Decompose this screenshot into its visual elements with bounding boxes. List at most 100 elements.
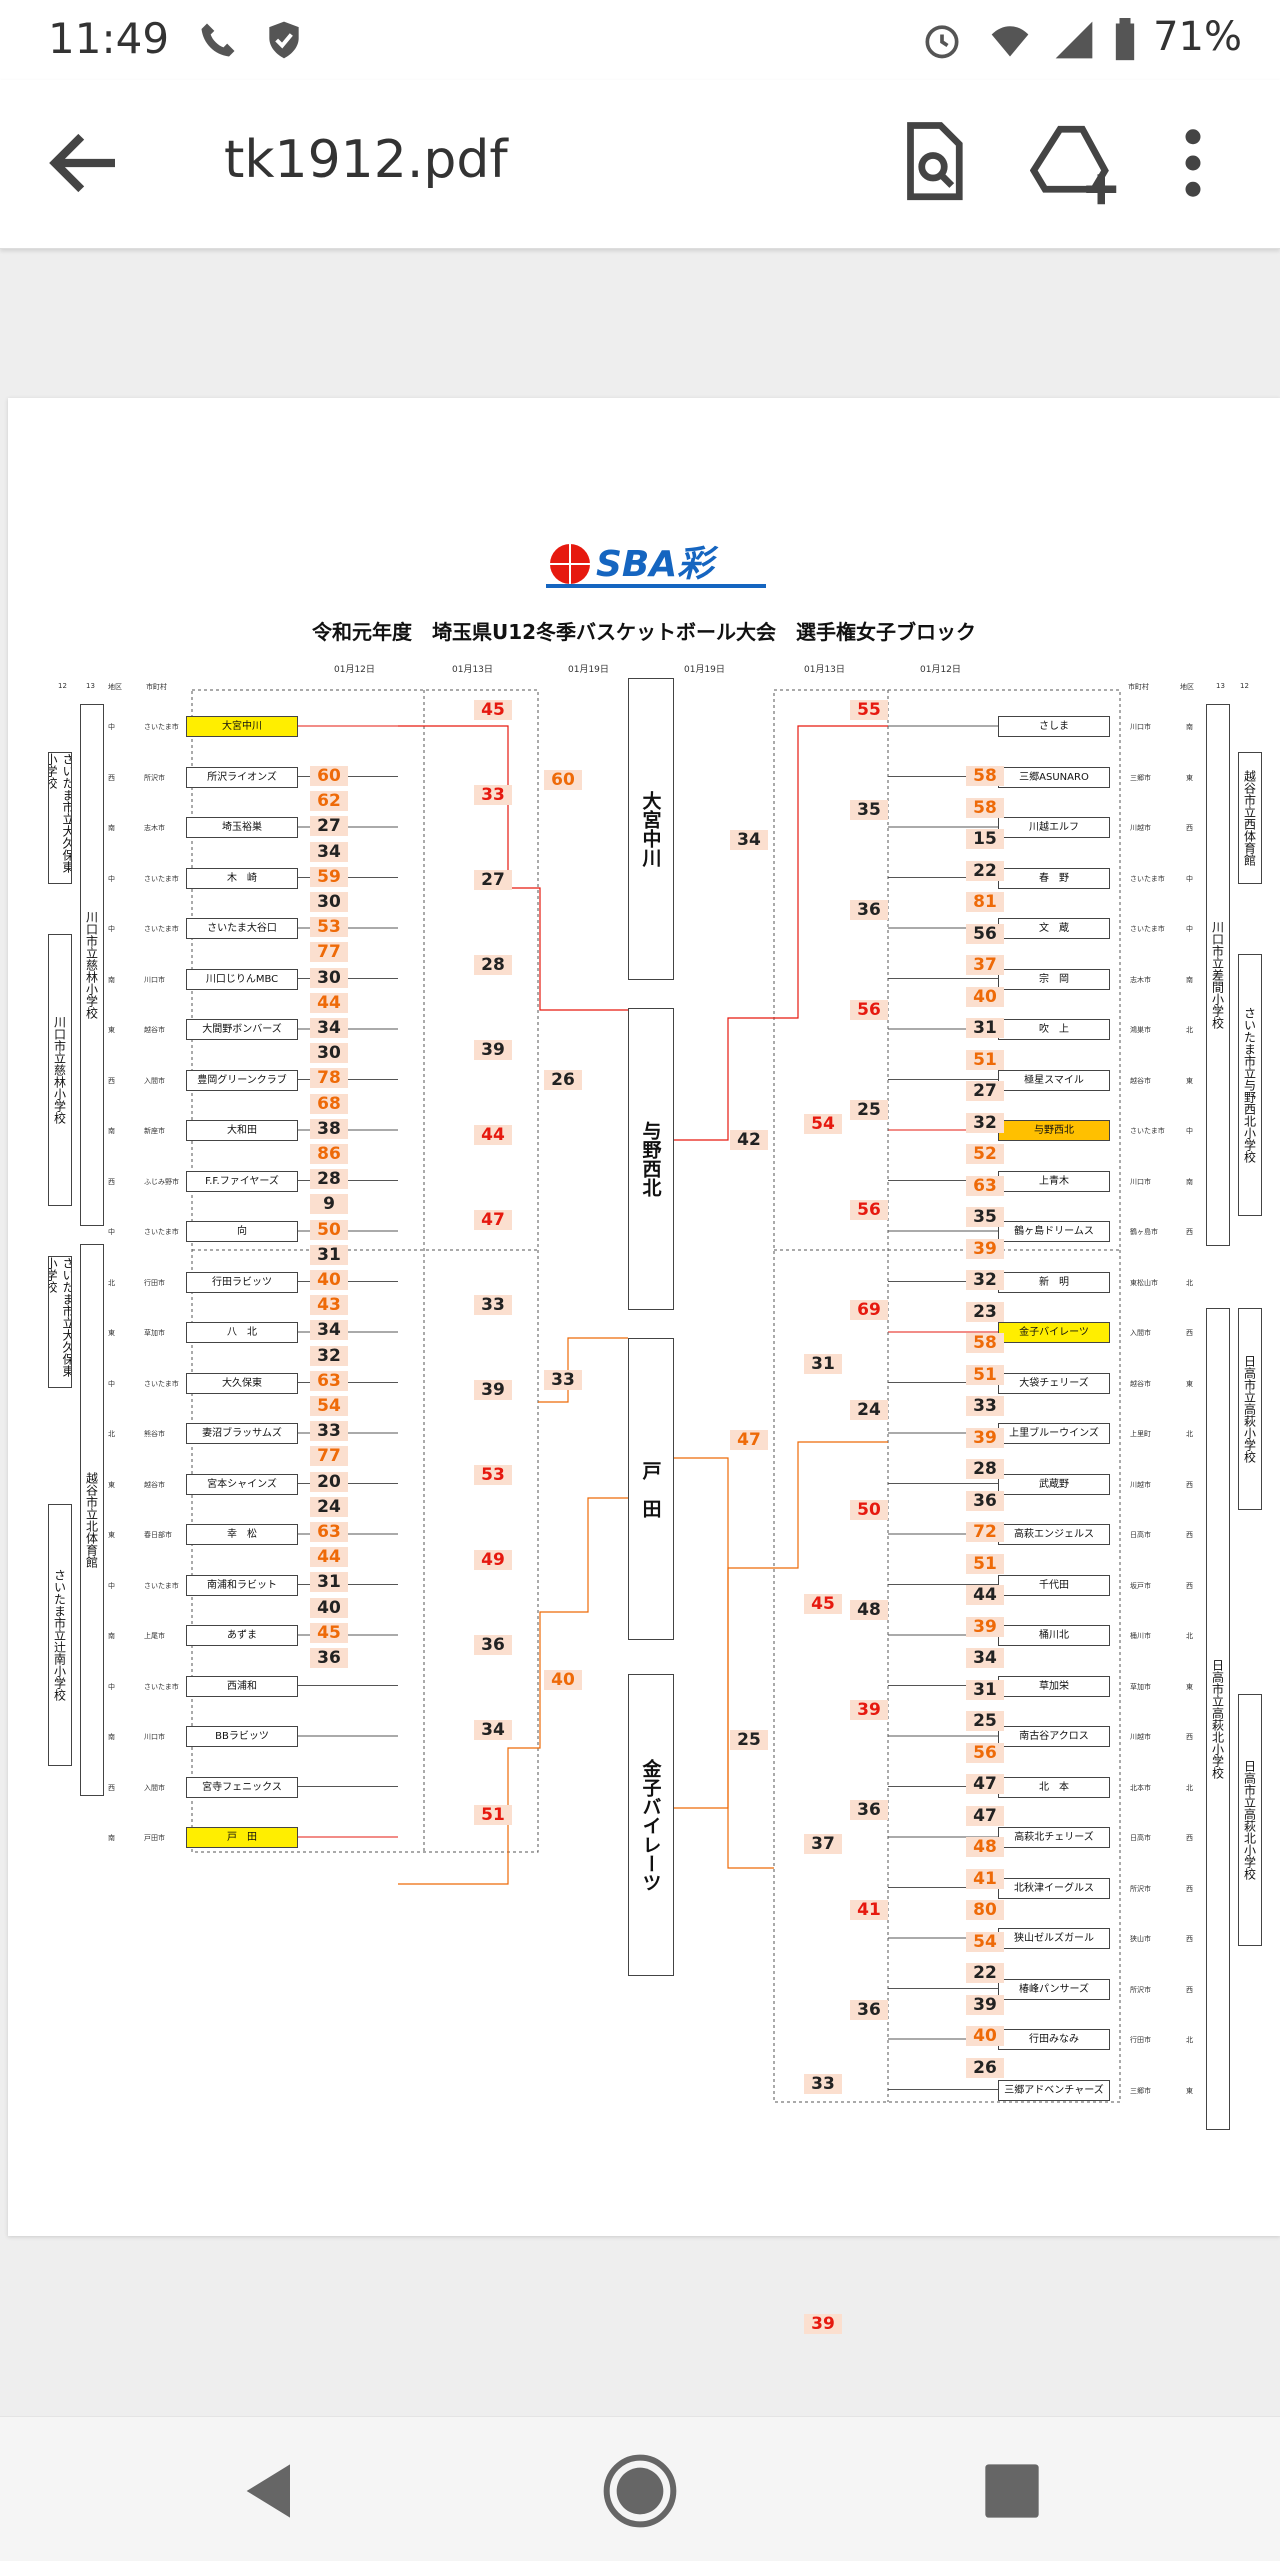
- score-left-r3: 26: [544, 1070, 582, 1090]
- score-left-r1: 59: [310, 866, 348, 887]
- score-right-r1: 26: [966, 2057, 1004, 2078]
- score-right-r1: 36: [966, 1490, 1004, 1511]
- team-city: 行田市: [1130, 2036, 1151, 2044]
- finalist-box: 金子バイレーツ: [628, 1674, 674, 1976]
- team-entry-left: 向: [186, 1221, 298, 1242]
- score-right-r2: 39: [850, 1700, 888, 1720]
- score-right-r1: 31: [966, 1018, 1004, 1038]
- round-date: 01月13日: [804, 665, 845, 675]
- winner-path: [672, 1441, 888, 1809]
- team-area: 北: [1186, 1632, 1193, 1640]
- round-date: 01月12日: [920, 665, 961, 675]
- logo-text: SBA彩: [596, 544, 719, 585]
- score-left-r3: 33: [544, 1370, 582, 1390]
- team-city: さいたま市: [1130, 874, 1165, 883]
- header-area: 地区: [108, 683, 122, 691]
- score-right-r1: 63: [966, 1175, 1004, 1196]
- team-city: 川口市: [144, 1733, 165, 1741]
- score-right-r3: 37: [804, 1834, 842, 1854]
- score-left-r2: 39: [474, 1040, 512, 1060]
- score-left-r1: 60: [310, 766, 348, 786]
- team-city: さいたま市: [144, 874, 179, 883]
- venue-label-right: 越谷市立西体育館: [1238, 752, 1262, 884]
- score-right-r1: 51: [966, 1049, 1004, 1070]
- team-city: 所沢市: [144, 773, 165, 782]
- pdf-page[interactable]: SBA彩 令和元年度 埼玉県U12冬季バスケットボール大会 選手権女子ブロック …: [8, 398, 1280, 2334]
- more-options-icon[interactable]: [1168, 118, 1218, 208]
- team-area: 東: [1186, 2086, 1193, 2095]
- venue-label-left: 越谷市立北体育館: [80, 1244, 104, 1796]
- score-left-r1: 28: [310, 1169, 348, 1190]
- winner-path: [672, 1457, 774, 1869]
- team-area: 西: [108, 1076, 115, 1085]
- back-arrow-icon[interactable]: [40, 118, 130, 208]
- header-city: 市町村: [1128, 683, 1149, 691]
- search-document-icon[interactable]: [888, 118, 978, 208]
- team-area: 東: [108, 1480, 115, 1489]
- score-right-r1: 39: [966, 1616, 1004, 1637]
- team-city: 坂戸市: [1130, 1581, 1151, 1590]
- team-entry-right: 北秋津イーグルス: [998, 1877, 1110, 1899]
- file-title: tk1912.pdf: [224, 130, 508, 190]
- team-entry-left: 所沢ライオンズ: [186, 766, 298, 788]
- score-right-r2: 48: [850, 1600, 888, 1620]
- team-entry-left: 幸 松: [186, 1524, 298, 1545]
- team-area: 北: [1186, 1783, 1193, 1792]
- team-city: 熊谷市: [144, 1430, 165, 1438]
- team-city: 入間市: [144, 1076, 165, 1085]
- score-right-r1: 25: [966, 1711, 1004, 1731]
- team-area: 西: [108, 1177, 115, 1186]
- venue-label-left: さいたま市立大久保東小学校: [48, 1256, 72, 1388]
- team-area: 西: [1186, 1884, 1193, 1893]
- home-icon[interactable]: [600, 2451, 680, 2531]
- score-left-r2: 44: [474, 1125, 512, 1145]
- team-city: 志木市: [1130, 975, 1151, 984]
- recents-icon[interactable]: [972, 2451, 1052, 2531]
- venue-label-right: 日高市立高萩小学校: [1238, 1308, 1262, 1510]
- score-left-r1: 34: [310, 1320, 348, 1341]
- score-left-r1: 44: [310, 992, 348, 1013]
- team-city: 日高市: [1130, 1834, 1151, 1842]
- team-area: 西: [108, 773, 115, 782]
- team-city: 上尾市: [144, 1632, 165, 1640]
- score-left-r1: 40: [310, 1270, 348, 1290]
- team-city: 入間市: [1130, 1329, 1151, 1337]
- finalist-box: 戸 田: [628, 1338, 674, 1640]
- save-to-drive-icon[interactable]: [1030, 118, 1120, 208]
- score-right-r1: 27: [966, 1081, 1004, 1101]
- team-area: 南: [1186, 975, 1193, 984]
- score-right-r1: 34: [966, 1648, 1004, 1668]
- score-right-r1: 54: [966, 1931, 1004, 1952]
- score-right-r4: 47: [730, 1430, 768, 1450]
- team-city: さいたま市: [144, 925, 179, 933]
- score-left-r1: 45: [310, 1622, 348, 1643]
- team-entry-right: 桶川北: [998, 1625, 1110, 1646]
- venue-label-right: さいたま市立与野西北小学校: [1238, 954, 1262, 1216]
- team-city: 日高市: [1130, 1531, 1151, 1539]
- battery-icon: [1115, 18, 1135, 61]
- team-city: 草加市: [144, 1329, 165, 1337]
- score-left-r2: 51: [474, 1805, 512, 1825]
- team-area: 西: [1186, 1531, 1193, 1539]
- score-right-r2: 36: [850, 2000, 888, 2020]
- score-left-r1: 86: [310, 1144, 348, 1164]
- team-area: 南: [108, 824, 115, 832]
- team-area: 南: [108, 975, 115, 984]
- team-area: 南: [108, 1834, 115, 1842]
- score-right-r1: 72: [966, 1522, 1004, 1542]
- score-right-r1: 39: [966, 1994, 1004, 2015]
- team-entry-left: 豊岡グリーンクラブ: [186, 1069, 298, 1091]
- team-area: 北: [108, 1430, 115, 1438]
- team-entry-right: 行田みなみ: [998, 2029, 1110, 2050]
- score-left-r1: 9: [310, 1194, 348, 1215]
- team-area: 北: [1186, 1430, 1193, 1438]
- team-entry-left: 西浦和: [186, 1675, 298, 1697]
- team-entry-right: 高萩北チェリーズ: [998, 1827, 1110, 1848]
- navigation-bar: [0, 2416, 1280, 2561]
- team-city: 春日部市: [144, 1531, 172, 1539]
- team-entry-left: 大久保東: [186, 1372, 298, 1394]
- team-entry-left: F.F.ファイヤーズ: [186, 1170, 298, 1192]
- back-icon[interactable]: [230, 2451, 310, 2531]
- score-left-r1: 34: [310, 841, 348, 862]
- team-area: 中: [108, 1228, 115, 1236]
